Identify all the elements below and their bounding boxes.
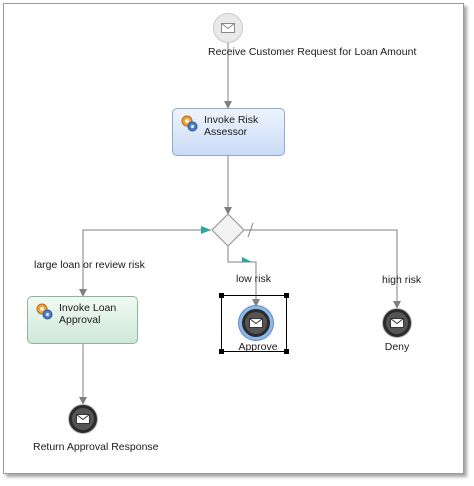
- default-flow-marker-low: [242, 257, 252, 262]
- start-event[interactable]: [213, 13, 243, 43]
- low-risk-label: low risk: [236, 273, 272, 285]
- return-event-label: Return Approval Response: [33, 441, 159, 453]
- large-loan-label: large loan or review risk: [34, 259, 145, 271]
- resize-handle-tl[interactable]: [219, 293, 224, 298]
- envelope-icon: [221, 23, 235, 33]
- risk-task-label-line2: Assessor: [204, 126, 248, 138]
- high-risk-label: high risk: [382, 274, 422, 286]
- default-flow-marker-left: [201, 226, 211, 234]
- exclusive-gateway[interactable]: [211, 213, 245, 247]
- resize-handle-tr[interactable]: [284, 293, 289, 298]
- risk-task-label-line1: Invoke Risk: [204, 114, 259, 126]
- approval-task-label-line1: Invoke Loan: [59, 302, 117, 314]
- approval-task-label: Invoke Loan Approval: [59, 302, 116, 326]
- envelope-icon: [249, 318, 263, 328]
- risk-task-label: Invoke Risk Assessor: [204, 114, 258, 138]
- flow-high-risk[interactable]: [244, 229, 401, 309]
- default-slash-mark: [247, 222, 254, 238]
- approve-end-event[interactable]: [242, 309, 270, 337]
- selection-box[interactable]: [221, 295, 287, 352]
- approve-event-label: Approve: [238, 341, 278, 353]
- resize-handle-br[interactable]: [284, 349, 289, 354]
- gears-icon: [36, 303, 53, 320]
- gears-icon: [181, 115, 198, 132]
- approval-task-label-line2: Approval: [59, 314, 101, 326]
- start-event-label: Receive Customer Request for Loan Amount: [208, 46, 417, 58]
- deny-end-event[interactable]: [383, 309, 411, 337]
- invoke-risk-assessor-task[interactable]: Invoke Risk Assessor: [172, 108, 285, 156]
- envelope-icon: [390, 318, 404, 328]
- return-end-event[interactable]: [69, 405, 97, 433]
- invoke-loan-approval-task[interactable]: Invoke Loan Approval: [27, 296, 138, 344]
- envelope-icon: [76, 414, 90, 424]
- resize-handle-bl[interactable]: [219, 349, 224, 354]
- flow-large-loan[interactable]: [79, 229, 211, 297]
- deny-event-label: Deny: [384, 341, 410, 353]
